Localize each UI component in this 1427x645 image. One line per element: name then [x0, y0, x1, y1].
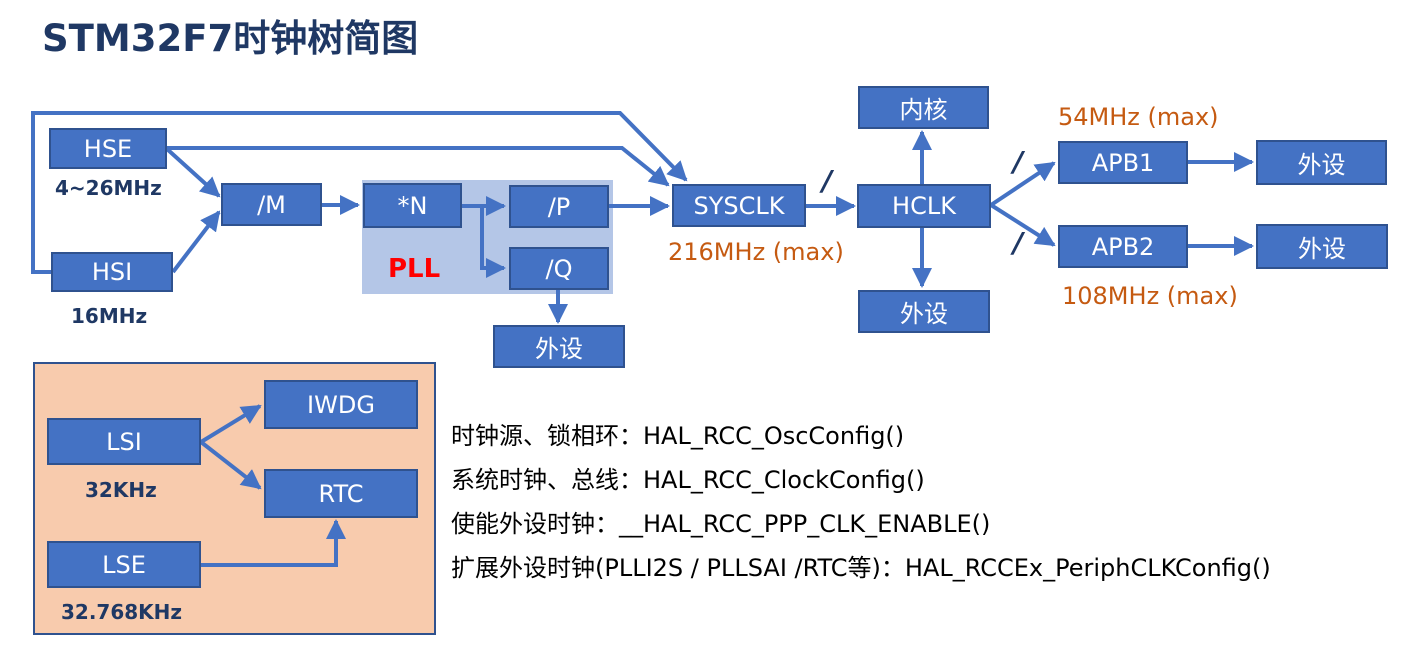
lse-frequency: 32.768KHz — [61, 600, 183, 624]
page-title: STM32F7时钟树简图 — [42, 17, 419, 60]
hse-frequency: 4~26MHz — [55, 176, 162, 200]
sysclk-box: SYSCLK — [672, 184, 806, 227]
hse-box: HSE — [49, 128, 167, 169]
lsi-box: LSI — [47, 418, 201, 465]
lsi-to-rtc-arrow — [199, 440, 262, 490]
hse-to-m-arrow — [165, 147, 221, 198]
clock-config-note: 系统时钟、总线：HAL_RCC_ClockConfig() — [451, 466, 925, 494]
lsi-frequency: 32KHz — [85, 478, 157, 502]
hclk-to-apb1-arrow — [989, 161, 1056, 207]
hsi-to-sysclk-arrow — [31, 111, 688, 274]
apb2-prescaler-mark: / — [1013, 226, 1024, 259]
m-divider-box: /M — [221, 183, 322, 226]
lse-to-rtc-arrow — [201, 519, 346, 567]
lsi-to-iwdg-arrow — [199, 404, 262, 444]
apb1-box: APB1 — [1058, 141, 1188, 184]
apb2-peripheral-box: 外设 — [1256, 224, 1388, 269]
hsi-to-m-arrow — [171, 210, 221, 274]
n-to-q-arrow — [480, 206, 506, 278]
lse-box: LSE — [47, 541, 201, 588]
n-multiplier-box: *N — [363, 183, 462, 228]
apb1-peripheral-box: 外设 — [1256, 140, 1387, 185]
hclk-to-apb2-arrow — [989, 203, 1056, 247]
hse-to-sysclk-arrow — [167, 146, 670, 187]
q-divider-box: /Q — [509, 247, 609, 290]
apb1-prescaler-mark: / — [1013, 145, 1024, 178]
osc-config-note: 时钟源、锁相环：HAL_RCC_OscConfig() — [451, 422, 905, 450]
core-box: 内核 — [858, 86, 989, 129]
ahb-prescaler-mark: / — [822, 164, 833, 197]
rtc-box: RTC — [264, 469, 418, 518]
p-divider-box: /P — [509, 185, 609, 228]
periph-clk-config-note: 扩展外设时钟(PLLI2S / PLLSAI /RTC等)：HAL_RCCEx_… — [451, 554, 1271, 582]
clk-enable-note: 使能外设时钟：__HAL_RCC_PPP_CLK_ENABLE() — [451, 510, 991, 538]
hsi-frequency: 16MHz — [71, 304, 148, 328]
sysclk-max-frequency: 216MHz (max) — [668, 238, 844, 266]
pll-peripheral-box: 外设 — [493, 325, 625, 368]
apb2-max-frequency: 108MHz (max) — [1062, 282, 1238, 310]
hclk-box: HCLK — [857, 184, 991, 228]
apb2-box: APB2 — [1058, 225, 1188, 268]
hclk-peripheral-box: 外设 — [858, 290, 990, 333]
apb1-max-frequency: 54MHz (max) — [1058, 103, 1219, 131]
iwdg-box: IWDG — [264, 380, 418, 429]
pll-label: PLL — [388, 254, 441, 284]
hsi-box: HSI — [51, 252, 173, 292]
